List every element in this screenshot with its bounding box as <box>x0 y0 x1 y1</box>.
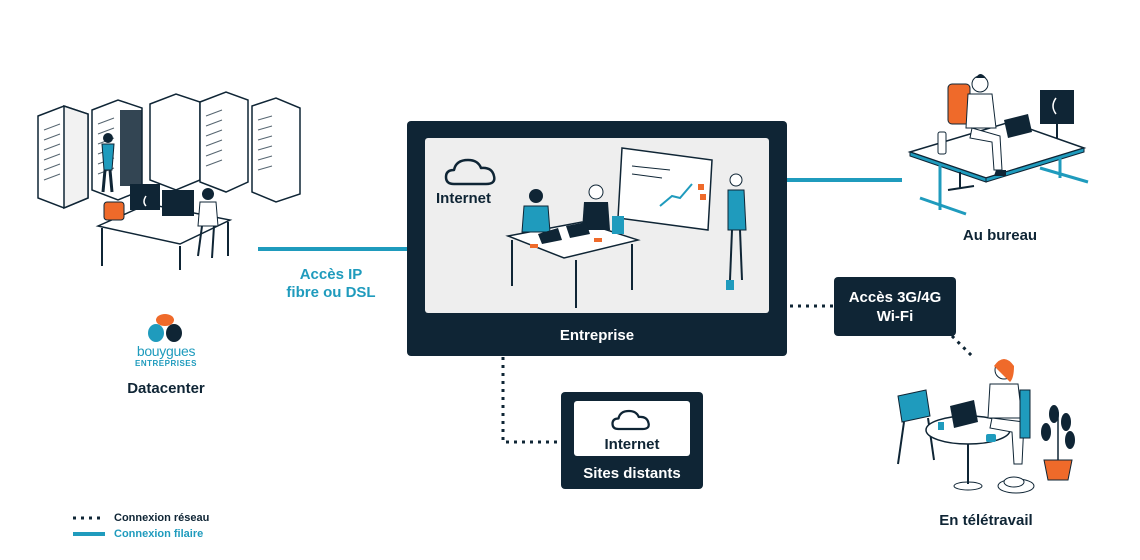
mobile-access-label: Accès 3G/4G Wi-Fi <box>834 288 956 326</box>
cloud-icon <box>444 158 496 186</box>
telework-label: En télétravail <box>939 512 1033 529</box>
enterprise-internet-label: Internet <box>436 190 492 207</box>
legend-network: Connexion réseau <box>72 510 209 526</box>
telework-illustration <box>897 359 1075 494</box>
office-illustration <box>907 74 1089 216</box>
legend-wired-label: Connexion filaire <box>114 528 204 540</box>
remote-cloud-icon <box>611 409 650 431</box>
meeting-illustration <box>505 147 747 308</box>
solid-line-icon <box>73 532 105 536</box>
remote-sites-label: Sites distants <box>583 465 681 482</box>
enterprise-label: Entreprise <box>559 327 635 344</box>
datacenter-label: Datacenter <box>127 380 205 397</box>
legend: Connexion réseau Connexion filaire <box>72 510 209 542</box>
remote-sites-box: Internet Sites distants <box>561 392 703 489</box>
ip-access-line2: fibre ou DSL <box>286 284 376 301</box>
brand-name: bouygues <box>136 343 196 359</box>
datacenter-illustration <box>37 91 301 270</box>
ip-access-line1: Accès IP <box>299 266 363 283</box>
mobile-line2: Wi-Fi <box>876 308 914 325</box>
ip-access-label: Accès IP fibre ou DSL <box>268 266 394 302</box>
legend-network-label: Connexion réseau <box>114 512 210 524</box>
legend-wired: Connexion filaire <box>72 526 209 542</box>
bouygues-logo-icon <box>148 314 182 342</box>
mobile-line1: Accès 3G/4G <box>848 289 942 306</box>
office-label: Au bureau <box>962 227 1038 244</box>
dotted-line-icon <box>73 516 105 520</box>
brand-sub: ENTREPRISES <box>135 359 197 368</box>
mobile-access-box: Accès 3G/4G Wi-Fi <box>834 277 956 336</box>
remote-internet-label: Internet <box>604 436 660 453</box>
network-link-remote <box>501 357 561 444</box>
